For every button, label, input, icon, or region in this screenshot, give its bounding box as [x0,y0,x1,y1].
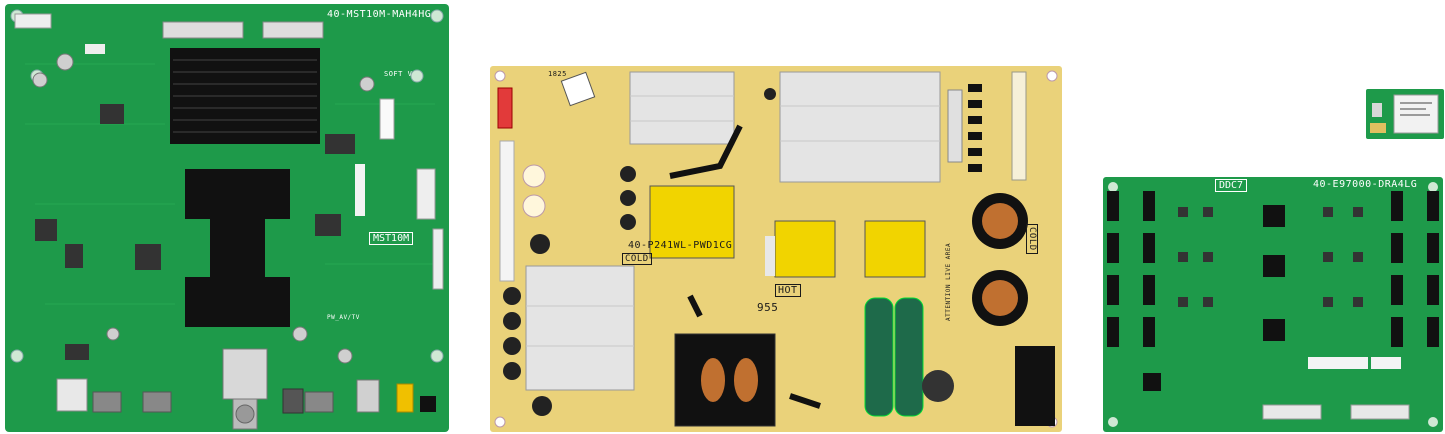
wifi-module [1366,89,1444,139]
tcon-board: 40-E97000-DRA4LG DDC7 [1103,177,1443,432]
main-board: 40-MST10M-MAH4HG MST10M SOFT V PW_AV/TV [5,4,449,432]
power-board-top-code: 1825 [548,70,567,78]
main-board-pw-label: PW_AV/TV [327,314,360,321]
power-board-part-number: 40-P241WL-PWD1CG [628,240,733,251]
tcon-board-drawing [1103,177,1443,432]
tcon-board-ddc-label: DDC7 [1215,179,1248,192]
power-board-warning-label: ATTENTION LIVE AREA [945,242,952,321]
main-board-softv-label: SOFT V [384,70,413,78]
power-board-number-label: 955 [757,301,779,314]
tcon-board-part-number: 40-E97000-DRA4LG [1313,179,1418,190]
power-board-cold-label: COLD [622,253,652,265]
power-board-side-cold-label: COLD [1026,224,1038,254]
wifi-module-drawing [1366,89,1444,139]
main-board-drawing [5,4,449,432]
main-board-chip-label: MST10M [369,232,414,245]
power-board-drawing [490,66,1062,432]
power-board: 40-P241WL-PWD1CG COLD HOT COLD 955 ATTEN… [490,66,1062,432]
power-board-hot-label: HOT [775,284,801,297]
main-board-part-number: 40-MST10M-MAH4HG [327,9,432,20]
